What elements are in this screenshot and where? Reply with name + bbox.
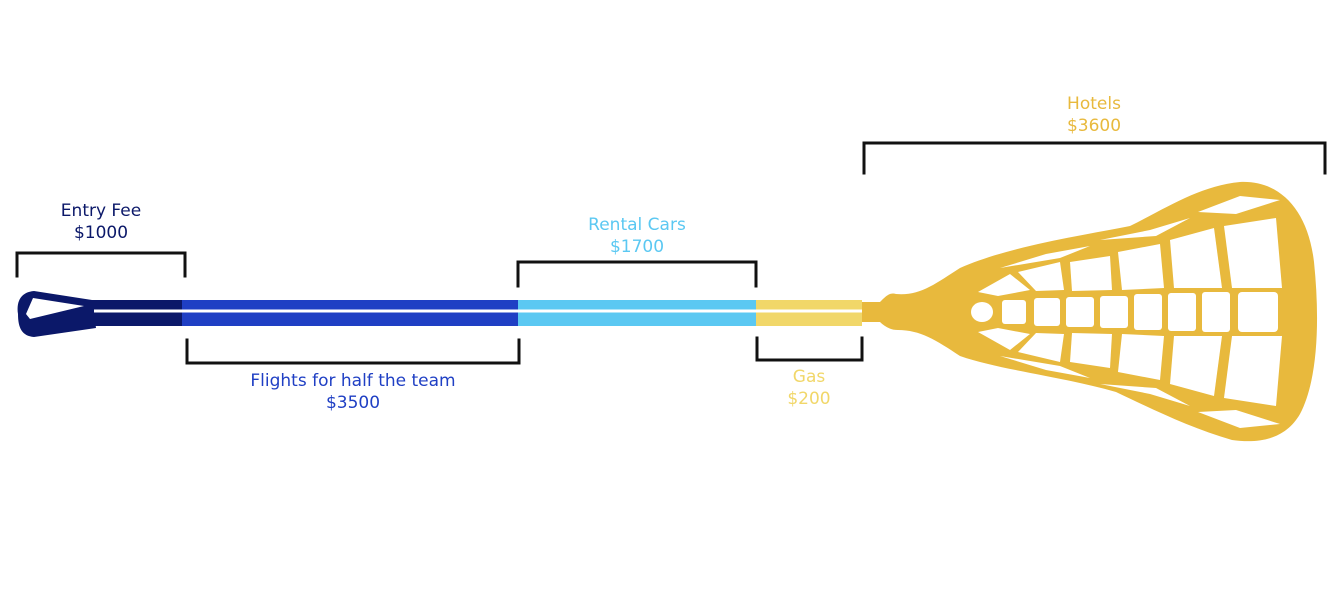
bar-flights xyxy=(182,300,518,326)
label-entry-fee-value: $1000 xyxy=(74,223,128,243)
butt-highlight xyxy=(26,298,84,319)
bracket-gas xyxy=(755,336,864,362)
label-flights-value: $3500 xyxy=(326,393,380,413)
bar-rental-cars xyxy=(518,300,756,326)
segment-entry-fee xyxy=(17,291,182,337)
bracket-rental-cars xyxy=(516,260,758,288)
bracket-hotels xyxy=(862,141,1327,175)
bar-entry-fee xyxy=(92,300,182,326)
label-hotels-name: Hotels xyxy=(1067,94,1121,114)
label-hotels-value: $3600 xyxy=(1067,116,1121,136)
label-rental-cars-name: Rental Cars xyxy=(588,215,686,235)
label-gas-name: Gas xyxy=(793,367,826,387)
mesh-pattern xyxy=(971,196,1282,428)
bracket-flights xyxy=(185,338,521,365)
label-entry-fee-name: Entry Fee xyxy=(61,201,141,221)
bar-gas xyxy=(756,300,862,326)
lacrosse-head xyxy=(862,181,1318,442)
label-rental-cars-value: $1700 xyxy=(610,237,664,257)
label-gas-value: $200 xyxy=(787,389,830,409)
bracket-entry-fee xyxy=(15,251,187,278)
label-flights-name: Flights for half the team xyxy=(250,371,455,391)
